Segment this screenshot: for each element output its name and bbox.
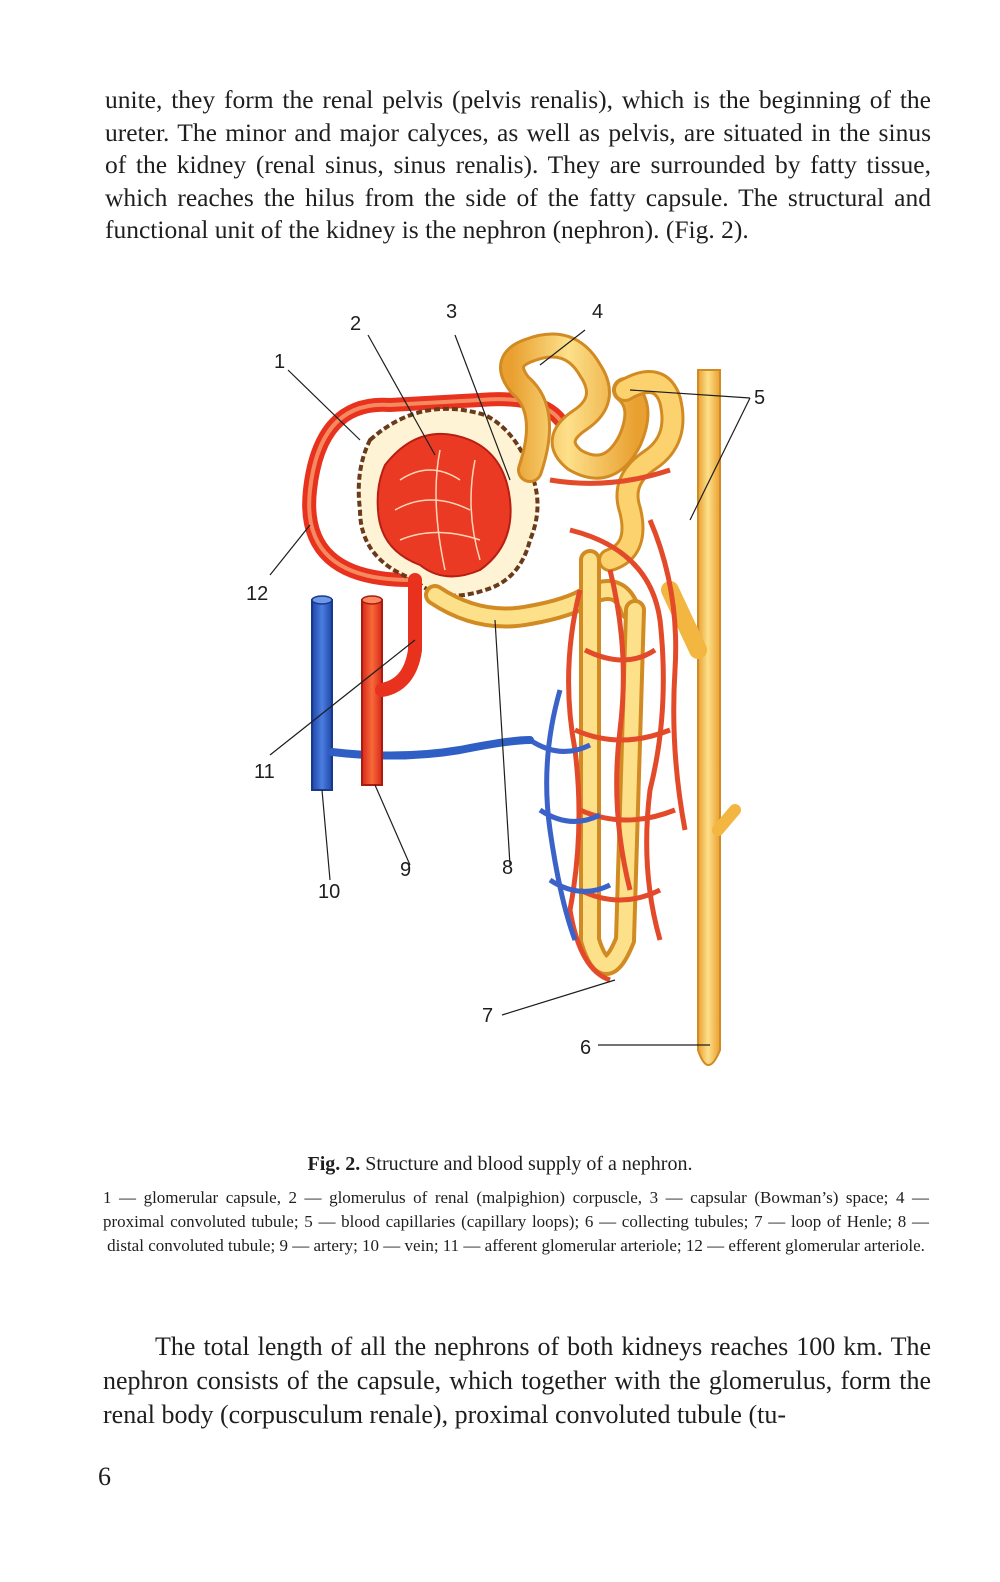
label-10: 10 (318, 881, 340, 903)
loop-of-henle (579, 549, 646, 976)
label-9: 9 (400, 859, 411, 881)
figure-caption-title: Fig. 2. Structure and blood supply of a … (0, 1152, 1000, 1176)
afferent-arteriole (375, 573, 422, 697)
label-1: 1 (274, 351, 285, 373)
capillary-network (549, 467, 688, 983)
label-4: 4 (592, 301, 603, 323)
label-7: 7 (482, 1005, 493, 1027)
nephron-illustration: 1 2 3 4 5 6 7 8 9 10 11 12 (246, 301, 765, 1066)
proximal-convoluted-tubule (499, 332, 685, 572)
venous-network (528, 689, 612, 941)
vein (311, 599, 333, 791)
figure-legend: 1 — glomerular capsule, 2 — glomerulus o… (103, 1188, 929, 1255)
nephron-figure: 1 2 3 4 5 6 7 8 9 10 11 12 (230, 290, 790, 1090)
label-8: 8 (502, 857, 513, 879)
collecting-tubule (697, 369, 721, 1066)
figure-title: Structure and blood supply of a nephron. (365, 1153, 693, 1175)
label-11: 11 (254, 761, 275, 783)
body-paragraph-bottom: The total length of all the nephrons of … (103, 1332, 931, 1429)
label-5: 5 (754, 387, 765, 409)
label-12: 12 (246, 583, 268, 605)
label-6: 6 (580, 1037, 591, 1059)
leader-lines (269, 329, 751, 1046)
page-number: 6 (98, 1462, 111, 1491)
label-3: 3 (446, 301, 457, 323)
body-paragraph-top: unite, they form the renal pelvis (pelvi… (105, 85, 931, 245)
glomerulus (376, 432, 512, 578)
label-2: 2 (350, 313, 361, 335)
figure-label: Fig. 2. (307, 1153, 361, 1175)
